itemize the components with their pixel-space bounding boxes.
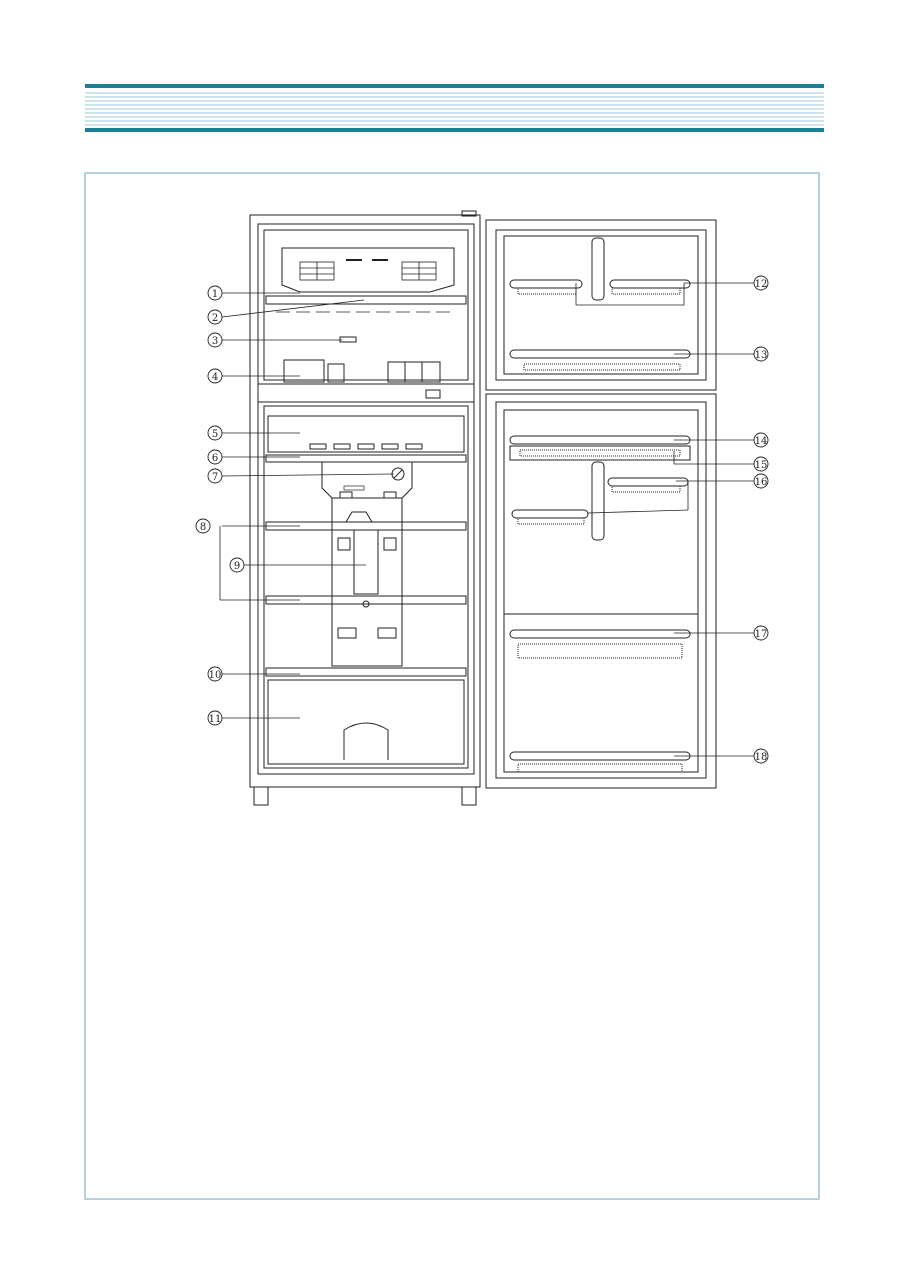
callout-15: 15 — [753, 456, 769, 472]
fridge-details — [265, 415, 467, 765]
callout-18-label: 18 — [755, 752, 768, 763]
callout-10: 10 — [207, 666, 223, 682]
callout-12-label: 12 — [755, 279, 768, 290]
callout-7: 7 — [207, 468, 223, 484]
callout-17: 17 — [753, 625, 769, 641]
icemaker-vents — [299, 261, 437, 281]
callout-13: 13 — [753, 346, 769, 362]
fridge-inner — [263, 405, 469, 769]
fridge-opening — [257, 401, 475, 775]
freezer-inner — [263, 229, 469, 381]
callout-6-label: 6 — [212, 453, 218, 464]
control-knob — [425, 389, 441, 399]
callout-11-label: 11 — [209, 714, 222, 725]
callout-13-label: 13 — [755, 350, 768, 361]
door-shelf-16-right — [607, 477, 689, 487]
callout-8-label: 8 — [200, 522, 206, 533]
freezer-door-rack-12-right — [609, 279, 691, 289]
callouts: 1 2 3 4 5 6 7 8 9 10 11 12 13 14 15 16 1… — [195, 275, 769, 764]
header-rule-band — [85, 84, 824, 132]
callout-8: 8 — [195, 518, 211, 534]
callout-1-label: 1 — [212, 289, 218, 300]
callout-16: 16 — [753, 473, 769, 489]
callout-4-label: 4 — [212, 372, 218, 383]
content-frame — [84, 172, 820, 1200]
callout-3-label: 3 — [212, 336, 218, 347]
crisper-cover — [265, 667, 467, 677]
callout-10-label: 10 — [209, 670, 222, 681]
callout-15-label: 15 — [755, 460, 768, 471]
dairy-door-bin-14 — [509, 435, 691, 445]
callout-4: 4 — [207, 368, 223, 384]
door-post-lower — [591, 461, 605, 541]
freezer-door-rack-13 — [509, 349, 691, 359]
fridge-door — [485, 393, 717, 789]
top-shelf — [265, 454, 467, 463]
header-fine-rules — [85, 92, 824, 126]
freezer-door-post — [591, 237, 605, 301]
callout-11: 11 — [207, 710, 223, 726]
door-bin-17 — [509, 629, 691, 639]
crisper-handle — [343, 722, 389, 760]
egg-tray — [353, 529, 379, 595]
door-shelf-16-left — [511, 509, 589, 519]
freezer-door-rack-12-left — [509, 279, 583, 289]
cabinet — [249, 210, 481, 806]
callout-9-label: 9 — [234, 561, 240, 572]
callout-2: 2 — [207, 309, 223, 325]
callout-14-label: 14 — [755, 436, 768, 447]
freezer-door-outline — [485, 219, 717, 391]
callout-3: 3 — [207, 332, 223, 348]
foot-left — [253, 786, 269, 806]
callout-9: 9 — [229, 557, 245, 573]
dairy-compartment — [267, 415, 465, 453]
door-bin-15 — [509, 445, 691, 461]
foot-right — [461, 786, 477, 806]
leader-lines — [219, 282, 754, 757]
ice-cube-trays — [387, 361, 441, 383]
callout-6: 6 — [207, 449, 223, 465]
icemaker-housing — [281, 247, 455, 293]
callout-14: 14 — [753, 432, 769, 448]
callout-7-label: 7 — [212, 472, 218, 483]
header-bottom-rule — [85, 128, 824, 132]
callout-1: 1 — [207, 285, 223, 301]
callout-5-label: 5 — [212, 429, 218, 440]
crisper-drawer — [267, 679, 465, 765]
callout-17-label: 17 — [755, 629, 768, 640]
freezer-door — [485, 219, 717, 391]
callout-2-label: 2 — [212, 313, 218, 324]
rear-duct — [331, 497, 403, 667]
freezer-shelf — [265, 295, 467, 305]
hinge-top — [461, 210, 477, 217]
header-top-rule — [85, 84, 824, 88]
callout-18: 18 — [753, 748, 769, 764]
cabinet-divider — [257, 383, 475, 403]
cabinet-outline — [249, 214, 481, 788]
ice-tray-handle — [339, 336, 357, 343]
dairy-lid-slots — [309, 443, 423, 450]
callout-16-label: 16 — [755, 477, 768, 488]
callout-12: 12 — [753, 275, 769, 291]
freezer-details — [265, 247, 467, 399]
callout-5: 5 — [207, 425, 223, 441]
ice-bin — [283, 359, 325, 383]
door-bin-18 — [509, 751, 691, 761]
fridge-door-outline — [485, 393, 717, 789]
